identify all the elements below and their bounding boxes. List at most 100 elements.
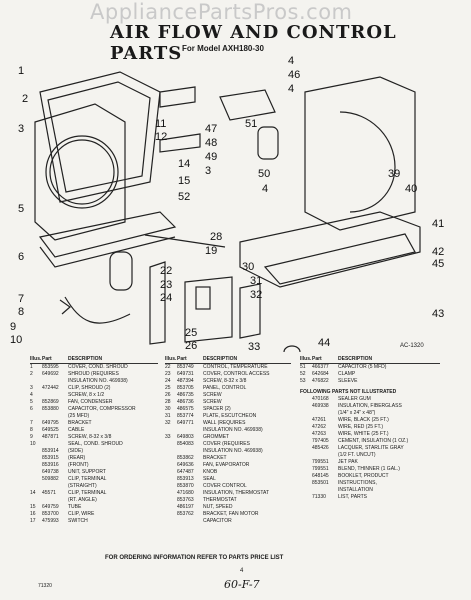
callout-51: 51: [245, 118, 257, 130]
part-number: 472442: [42, 385, 59, 391]
callout-numbers: 1 2 3 4 46 4 11 12 47 48 49 3 51 50 4 14…: [10, 55, 444, 353]
parts-row: (STRAIGHT): [30, 483, 158, 490]
handwritten-note: 60-F-7: [224, 578, 260, 591]
part-illus-no: 23: [165, 371, 171, 377]
part-number: [42, 392, 68, 399]
callout-46: 46: [288, 69, 300, 81]
part-description: (REAR): [68, 455, 86, 461]
header-illus: Illus.: [30, 356, 42, 362]
part-illus-no: 26: [165, 392, 171, 398]
part-illus-no: [300, 487, 312, 494]
header-desc: DESCRIPTION: [68, 356, 103, 362]
part-description: COVER (REQUIRES: [203, 441, 250, 447]
page-number: 4: [240, 568, 244, 574]
part-description: INSULATION NO. 469938): [203, 427, 263, 433]
part-illus-no: 10: [30, 441, 36, 447]
motor-bracket: [219, 89, 276, 121]
part-number: 475993: [42, 518, 59, 524]
diagram-svg: 1 2 3 4 46 4 11 12 47 48 49 3 51 50 4 14…: [10, 55, 444, 359]
part-description: KNOB: [203, 469, 218, 475]
part-description: CAPACITOR, COMPRESSOR: [68, 406, 136, 412]
callout-47: 47: [205, 123, 217, 135]
part-description: TUBE: [68, 504, 82, 510]
part-number: 853763: [177, 497, 194, 503]
control-unit: [195, 286, 211, 310]
part-description: CLIP, TERMINAL: [68, 490, 107, 496]
part-description: INSULATION, THERMOSTAT: [203, 490, 270, 496]
part-description: BRACKET: [68, 420, 92, 426]
part-number: 486575: [177, 406, 194, 412]
part-number: 649771: [177, 420, 194, 426]
part-number: 649731: [177, 371, 194, 377]
right-base-tray: [239, 211, 421, 288]
part-illus-no: [165, 504, 177, 511]
part-illus-no: [165, 441, 177, 448]
callout-6: 6: [18, 251, 24, 263]
parts-row: INSTALLATION: [300, 487, 440, 494]
part-description: (1/2 FT. UNCUT): [338, 452, 376, 458]
part-illus-no: 2: [30, 371, 33, 377]
part-description: SCREW, 8-32 x 3/8: [68, 434, 112, 440]
part-illus-no: [30, 476, 42, 483]
part-description: PLATE, ESCUTCHEON: [203, 413, 257, 419]
callout-3b: 3: [205, 165, 211, 177]
callout-41: 41: [432, 218, 444, 230]
callout-50: 50: [258, 168, 270, 180]
part-illus-no: 51: [300, 364, 306, 370]
part-number: 45571: [42, 490, 56, 496]
blower-scroll: [339, 111, 396, 213]
part-illus-no: [165, 476, 177, 483]
header-part: Part: [42, 356, 52, 362]
parts-row: (1/2 FT. UNCUT): [300, 452, 440, 459]
part-number: [177, 427, 203, 434]
part-number: 642684: [312, 371, 329, 377]
parts-list-header: Illus. Part DESCRIPTION: [300, 356, 440, 364]
part-number: [177, 448, 203, 455]
part-description: SLEEVE: [338, 378, 358, 384]
shroud-cover-shape: [39, 71, 161, 203]
part-description: SEAL, COND. SHROUD: [68, 441, 123, 447]
part-illus-no: 1: [30, 364, 33, 370]
part-description: NUT, SPEED: [203, 504, 233, 510]
callout-2: 2: [22, 93, 28, 105]
part-illus-no: 32: [165, 420, 171, 426]
part-illus-no: [165, 455, 177, 462]
header-illus: Illus.: [165, 356, 177, 362]
part-number: 649738: [42, 469, 59, 475]
part-number: 799551: [312, 459, 329, 465]
part-description: BOOKLET, PRODUCT: [338, 473, 389, 479]
part-description: INSULATION, FIBERGLASS: [338, 403, 402, 409]
part-illus-no: [300, 431, 312, 438]
part-illus-no: [30, 497, 42, 504]
header-part: Part: [312, 356, 322, 362]
part-description: INSTRUCTIONS,: [338, 480, 377, 486]
part-illus-no: [300, 459, 312, 466]
small-clip: [159, 133, 201, 153]
part-number: 649803: [177, 434, 194, 440]
part-illus-no: [165, 511, 177, 518]
part-number: 469938: [312, 403, 329, 409]
callout-49: 49: [205, 151, 217, 163]
parts-row: (25 MFD): [30, 413, 158, 420]
part-illus-no: [165, 448, 177, 455]
part-number: 853762: [177, 511, 194, 517]
part-description: CLAMP: [338, 371, 356, 377]
part-number: 649525: [42, 427, 59, 433]
parts-row: INSULATION NO. 469938): [165, 427, 291, 434]
page-subtitle: For Model AXH180-30: [182, 44, 264, 53]
part-number: [312, 487, 338, 494]
small-bracket: [159, 86, 196, 108]
part-illus-no: 16: [30, 511, 36, 517]
part-illus-no: 25: [165, 385, 171, 391]
